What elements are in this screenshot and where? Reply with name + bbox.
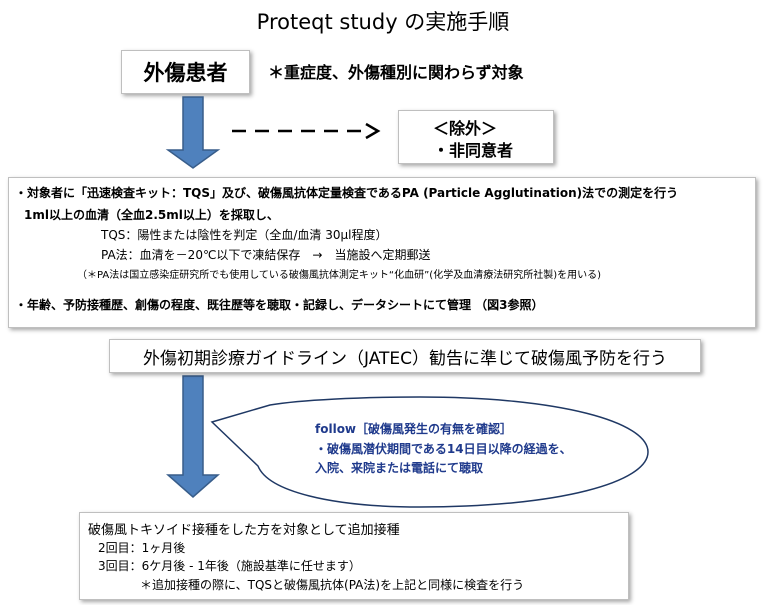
- procedure-line-1: ・対象者に「迅速検査キット：TQS」及び、破傷風抗体定量検査であるPA (Par…: [15, 186, 679, 200]
- trauma-patient-label: 外傷患者: [143, 61, 228, 85]
- followup-line-2: ・破傷風潜伏期間である14日目以降の経過を、: [315, 442, 572, 456]
- patient-scope-note: ＊重症度、外傷種別に関わらず対象: [268, 63, 524, 82]
- guideline-box: 外傷初期診療ガイドライン（JATEC）勧告に準じて破傷風予防を行う: [109, 339, 701, 373]
- booster-line-3: 3回目：6ケ月後 - 1年後（施設基準に任せます）: [98, 559, 361, 573]
- exclusion-item: ・非同意者: [433, 141, 514, 160]
- followup-line-1: follow［破傷風発生の有無を確認］: [315, 422, 513, 436]
- procedure-line-5: （＊PA法は国立感染症研究所でも使用している破傷風抗体測定キット“化血研”(化学…: [77, 270, 601, 281]
- booster-line-4: ＊追加接種の際に、TQSと破傷風抗体(PA法)を上記と同様に検査を行う: [140, 578, 525, 592]
- down-arrow-2: [166, 375, 220, 498]
- procedure-line-2: 1ml以上の血清（全血2.5ml以上）を採取し、: [24, 208, 279, 222]
- page-title: Proteqt study の実施手順: [256, 10, 510, 34]
- dashed-arrow-head: [365, 122, 381, 140]
- procedure-line-6: ・年齢、予防接種歴、創傷の程度、既往歴等を聴取・記録し、データシートにて管理 （…: [15, 298, 544, 312]
- booster-box: 破傷風トキソイド接種をした方を対象として追加接種 2回目：1ヶ月後 3回目：6ケ…: [79, 512, 629, 600]
- followup-bubble: [210, 396, 649, 508]
- exclusion-box: ＜除外＞ ・非同意者: [398, 110, 554, 164]
- followup-line-3: 入院、来院または電話にて聴取: [315, 461, 484, 475]
- procedure-line-3: TQS：陽性または陰性を判定（全血/血清 30μl程度）: [101, 228, 388, 242]
- guideline-text: 外傷初期診療ガイドライン（JATEC）勧告に準じて破傷風予防を行う: [142, 348, 668, 369]
- exclusion-heading: ＜除外＞: [433, 119, 498, 138]
- booster-line-1: 破傷風トキソイド接種をした方を対象として追加接種: [88, 523, 400, 538]
- procedure-line-4: PA法：血清を－20℃以下で凍結保存 → 当施設へ定期郵送: [101, 248, 431, 262]
- down-arrow-1: [165, 96, 221, 169]
- procedure-box: ・対象者に「迅速検査キット：TQS」及び、破傷風抗体定量検査であるPA (Par…: [8, 177, 756, 328]
- booster-line-2: 2回目：1ヶ月後: [98, 541, 186, 555]
- trauma-patient-box: 外傷患者: [121, 50, 250, 94]
